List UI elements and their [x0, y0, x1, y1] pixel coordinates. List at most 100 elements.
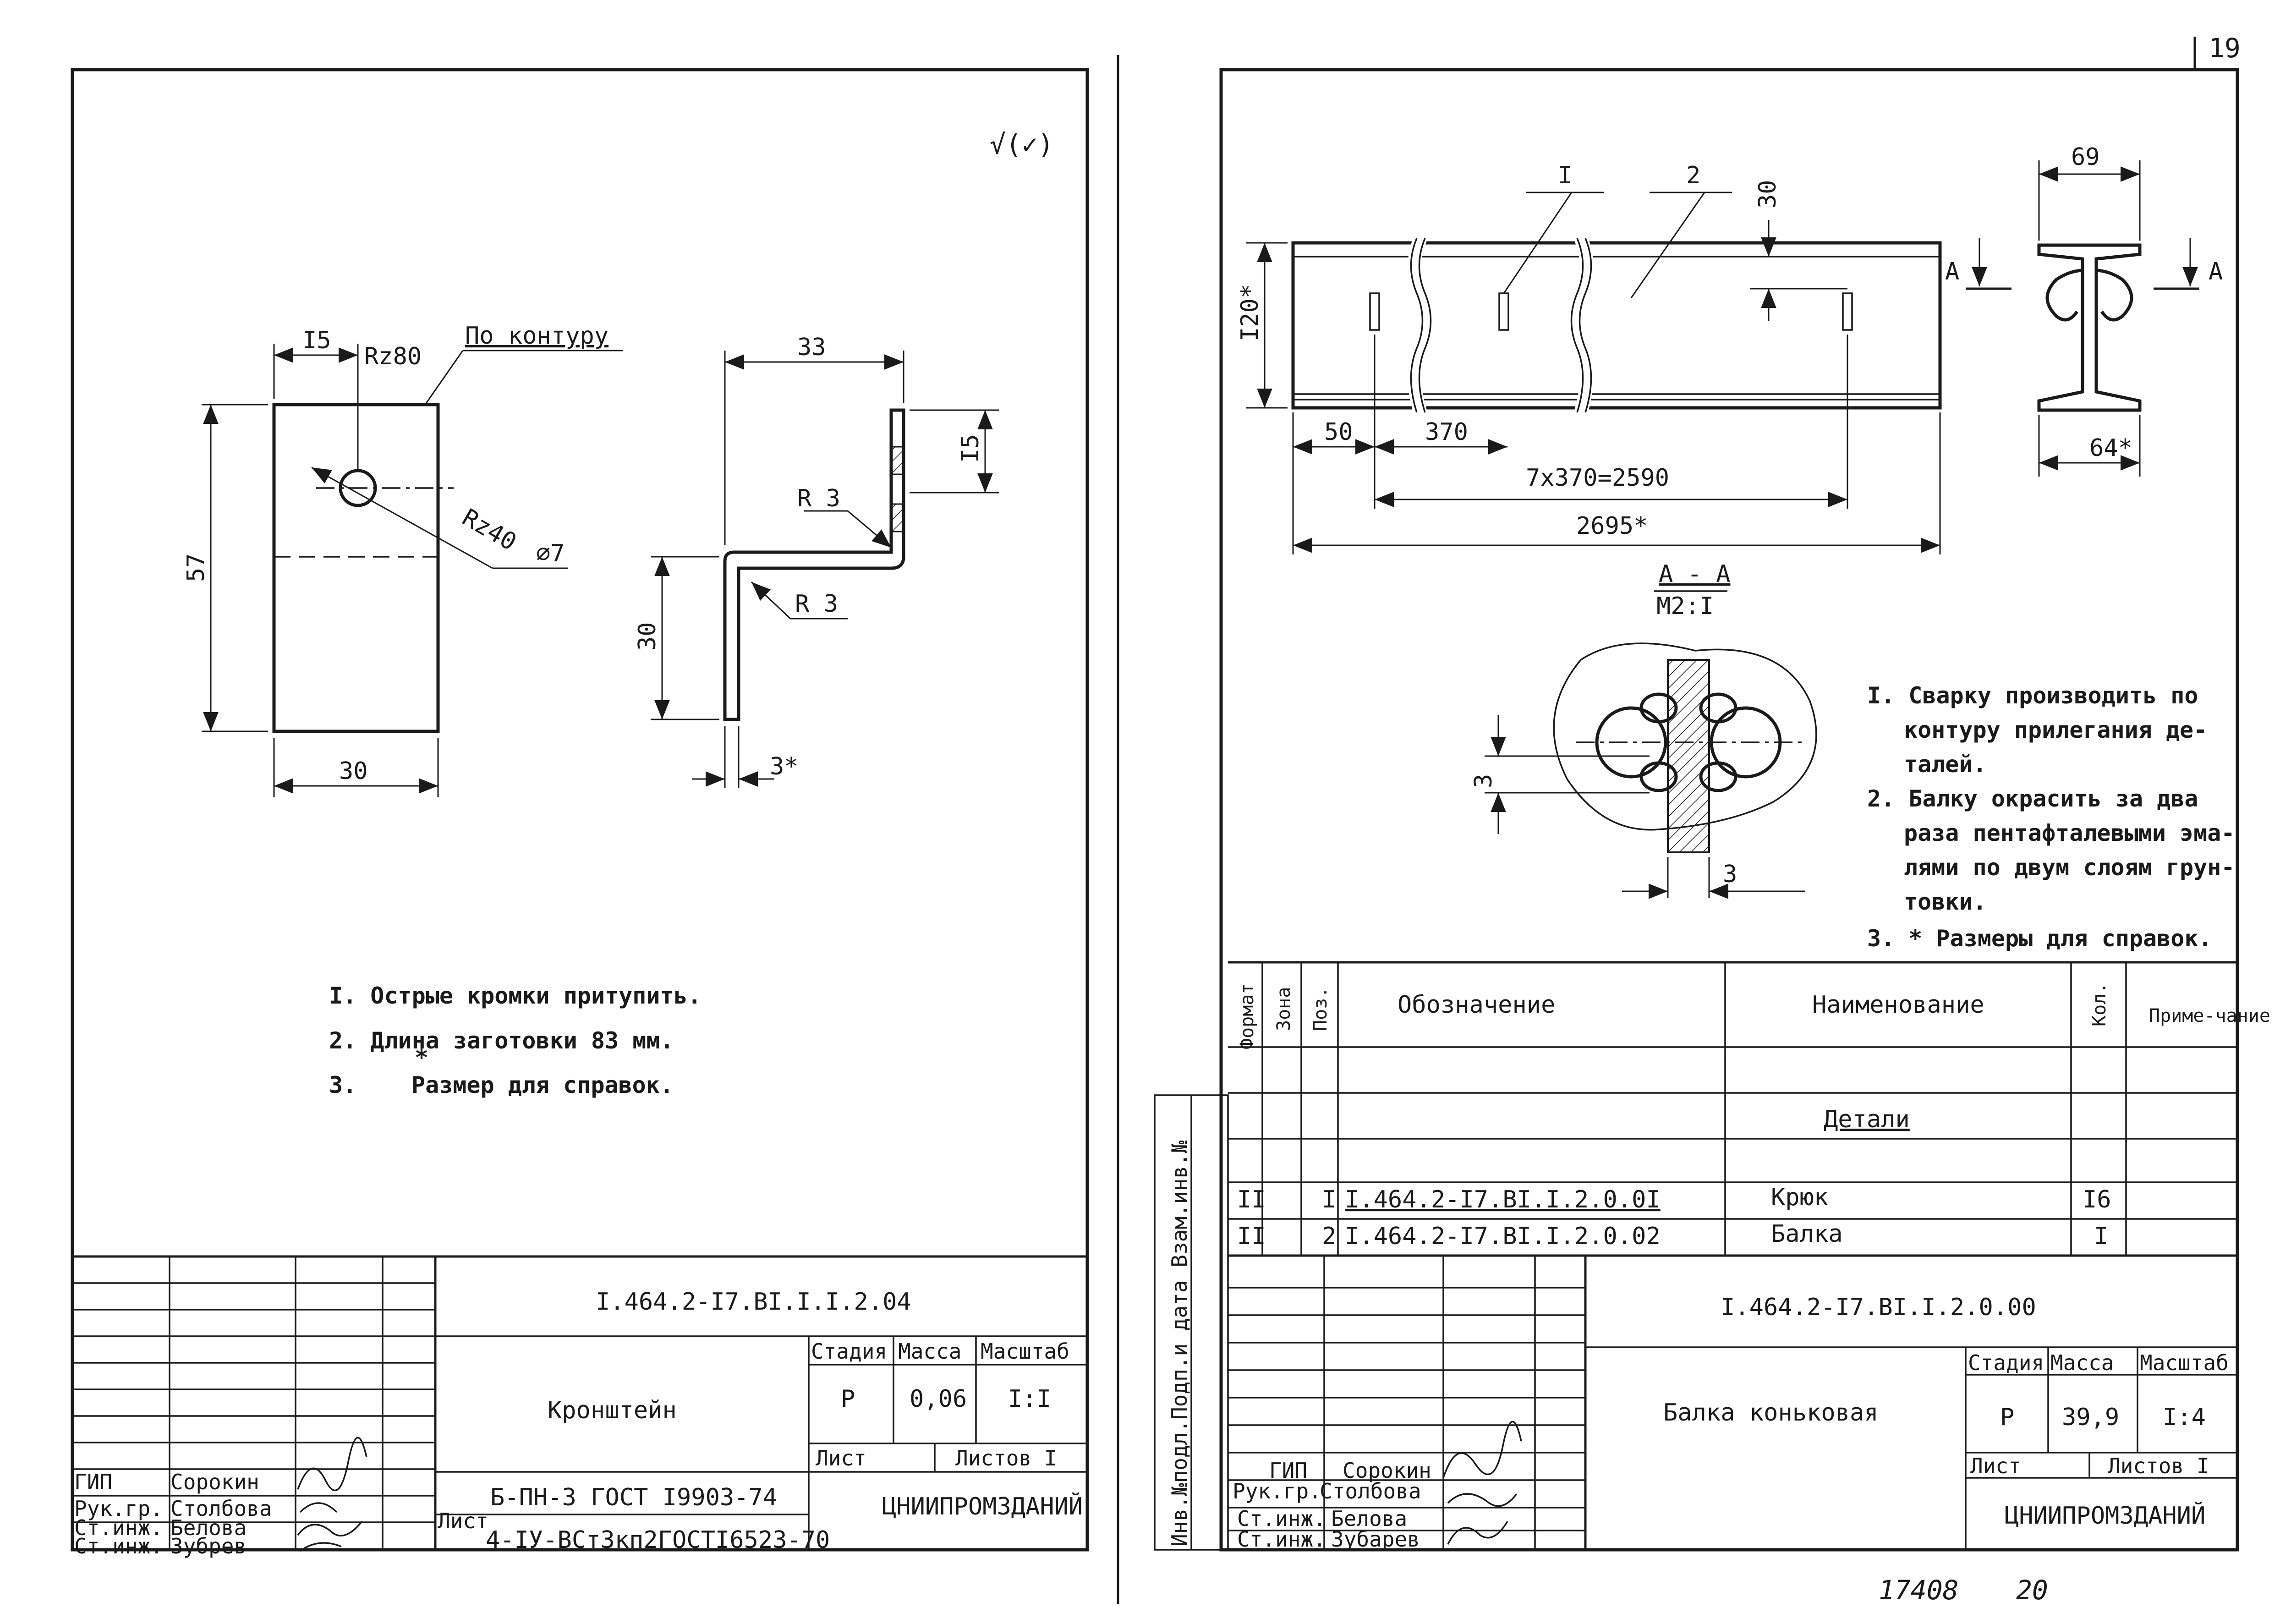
- hdr-designation: Обозначение: [1398, 991, 1555, 1019]
- stage-value: Р: [841, 1385, 855, 1413]
- detail-break-outline: [1553, 642, 1817, 831]
- left-note-star: *: [415, 1044, 428, 1071]
- hook-right: [2094, 269, 2133, 322]
- table-row: II 2 I.464.2-I7.BI.I.2.0.02 Балка I: [1237, 1220, 2108, 1250]
- mass-header: Масса: [898, 1339, 961, 1364]
- dim-64-label: 64*: [2089, 434, 2132, 462]
- right-note-3: 3. * Размеры для справок.: [1867, 925, 2212, 952]
- spec-table: Формат Зона Поз. Обозначение Наименовани…: [1228, 961, 2270, 1256]
- pos1-leader: [1503, 192, 1573, 294]
- footer-number-1: 17408: [1879, 1575, 1959, 1606]
- dim-69-label: 69: [2071, 143, 2100, 171]
- pos2-leader: [1630, 192, 1705, 298]
- contour-label: По контуру: [465, 322, 608, 350]
- cut-label-left: А: [1945, 258, 1959, 285]
- hook-slot: [1369, 292, 1380, 331]
- person-3r: Белова: [1331, 1506, 1407, 1531]
- organization-r: ЦНИИПРОМЗДАНИЙ: [2005, 1502, 2205, 1530]
- stage-header: Стадия: [811, 1339, 887, 1364]
- hatch-mark: [890, 446, 904, 475]
- right-part-name: Балка коньковая: [1663, 1399, 1879, 1426]
- section-a-a: А - А М2:I 3 3: [1470, 560, 1817, 899]
- section-scale: М2:I: [1656, 593, 1714, 620]
- dim-3a-label: 3: [1470, 774, 1497, 788]
- row2-name: Балка: [1771, 1220, 1843, 1248]
- organization: ЦНИИПРОМЗДАНИЙ: [882, 1492, 1083, 1520]
- hole-dia-label: ⌀7: [536, 540, 565, 567]
- section-markers: А А: [1945, 238, 2223, 290]
- right-sheet-frame: [1219, 68, 2239, 1552]
- table-row: II I I.464.2-I7.BI.I.2.0.0I Крюк I6: [1237, 1184, 2111, 1213]
- sheet-header: Лист: [816, 1446, 866, 1470]
- hdr-note: Приме-чание: [2149, 1005, 2270, 1026]
- role-1r: ГИП: [1269, 1458, 1307, 1483]
- bracket-profile: [723, 408, 905, 721]
- right-note-1b: контуру прилегания де-: [1904, 717, 2207, 743]
- right-note-1a: I. Сварку производить по: [1867, 682, 2198, 709]
- role-3r: Ст.инж.: [1237, 1506, 1326, 1531]
- row2-format: II: [1237, 1223, 1266, 1250]
- footer-number-2: 20: [2016, 1575, 2048, 1606]
- dim-120-label: I20*: [1236, 284, 1264, 341]
- hook-slot: [1842, 292, 1853, 331]
- hook-bar-left: [1595, 706, 1667, 779]
- r3-leader: [847, 510, 892, 549]
- role-4: Ст.инж.: [74, 1534, 163, 1558]
- mass-header-r: Масса: [2050, 1350, 2114, 1375]
- hdr-name: Наименование: [1812, 991, 1984, 1019]
- row1-pos: I: [1322, 1186, 1336, 1213]
- bracket-side-view: 33 I5 R 3 R 3 30 3*: [634, 334, 999, 788]
- row1-designation: I.464.2-I7.BI.I.2.0.0I: [1345, 1186, 1661, 1213]
- left-note-3: 3.: [329, 1072, 356, 1098]
- dim-33-label: 33: [797, 334, 826, 361]
- roughness-mark: √(✓): [990, 129, 1054, 160]
- hdr-qty: Кол.: [2089, 982, 2110, 1026]
- spec-section-title: Детали: [1824, 1106, 1910, 1133]
- row1-name: Крюк: [1771, 1184, 1828, 1211]
- pos2-label: 2: [1686, 162, 1700, 189]
- weld-bead: [1639, 761, 1678, 792]
- left-note-3-text: Размер для справок.: [411, 1072, 674, 1098]
- row1-qty: I6: [2083, 1186, 2111, 1213]
- person-2: Столбова: [170, 1496, 272, 1521]
- row2-pos: 2: [1322, 1223, 1336, 1250]
- role-3: Ст.инж.: [74, 1515, 163, 1540]
- sheets-header-r: Листов I: [2108, 1454, 2209, 1478]
- dim-2695-label: 2695*: [1576, 512, 1648, 540]
- weld-bead: [1699, 761, 1737, 792]
- mass-value: 0,06: [910, 1385, 967, 1413]
- right-note-2b: раза пентафталевыми эма-: [1904, 820, 2235, 846]
- mass-value-r: 39,9: [2062, 1404, 2119, 1431]
- dim-15-label: I5: [302, 327, 331, 354]
- contour-leader: [425, 350, 464, 404]
- dim-50-label: 50: [1324, 418, 1353, 446]
- left-sheet: √(✓) I5 Rz80 По контуру 57 30: [71, 55, 1119, 1604]
- web-hatched: [1667, 659, 1710, 853]
- weld-bead: [1639, 692, 1678, 724]
- break-gap: [1408, 236, 1433, 415]
- left-sheet-frame: [71, 68, 1089, 1552]
- stage-header-r: Стадия: [1968, 1350, 2044, 1375]
- signatures: [297, 1437, 367, 1552]
- material-sheet-label: Лист: [438, 1509, 488, 1533]
- sheets-header: Листов I: [955, 1446, 1057, 1470]
- right-doc-code: I.464.2-I7.BI.I.2.0.00: [1721, 1294, 2036, 1321]
- ibeam-profile: [2037, 243, 2142, 412]
- stage-value-r: Р: [2000, 1404, 2014, 1431]
- role-4r: Ст.инж.: [1237, 1527, 1326, 1552]
- hdr-pos: Поз.: [1310, 987, 1331, 1031]
- left-note-2: 2. Длина заготовки 83 мм.: [329, 1027, 674, 1054]
- r3b-label: R 3: [795, 590, 838, 618]
- row1-format: II: [1237, 1186, 1266, 1213]
- break-line: [1410, 238, 1432, 413]
- dim-2590-label: 7x370=2590: [1526, 464, 1669, 492]
- dim-370-label: 370: [1425, 418, 1468, 446]
- row2-designation: I.464.2-I7.BI.I.2.0.02: [1345, 1223, 1661, 1250]
- pos1-label: I: [1558, 162, 1572, 189]
- person-2r: Столбова: [1320, 1479, 1421, 1503]
- person-4: Зубрев: [170, 1534, 247, 1558]
- section-title: А - А: [1659, 560, 1731, 588]
- hole-leader: [311, 466, 493, 569]
- dim-3b-label: 3: [1723, 861, 1737, 888]
